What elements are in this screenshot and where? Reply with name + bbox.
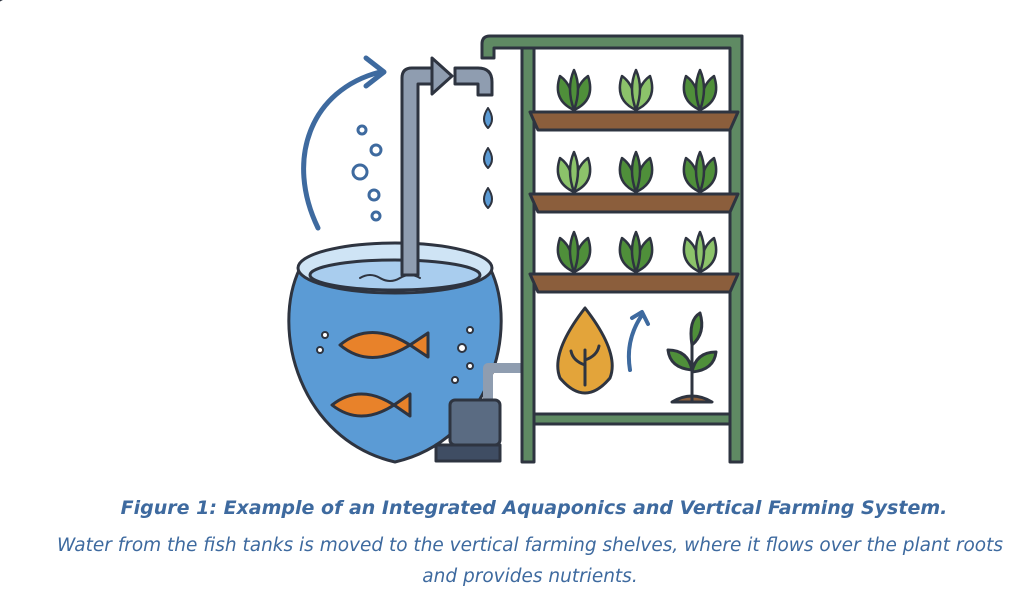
aquaponics-illustration: [0, 0, 744, 464]
seedling-icon: [666, 311, 718, 404]
figure-title: Figure 1: Example of an Integrated Aquap…: [120, 497, 948, 519]
pump-icon: [434, 363, 527, 463]
flow-arrow-icon: [301, 69, 383, 231]
water-pipe: [400, 66, 438, 277]
figure-caption: Water from the fish tanks is moved to th…: [56, 535, 1004, 587]
water-drops-icon: [483, 107, 493, 209]
bubbles-icon: [351, 124, 383, 222]
up-arrow-icon: [626, 310, 650, 372]
fish-icon: [330, 331, 430, 418]
vertical-farming-shelves: [480, 34, 744, 464]
fish-tank: [287, 241, 503, 464]
